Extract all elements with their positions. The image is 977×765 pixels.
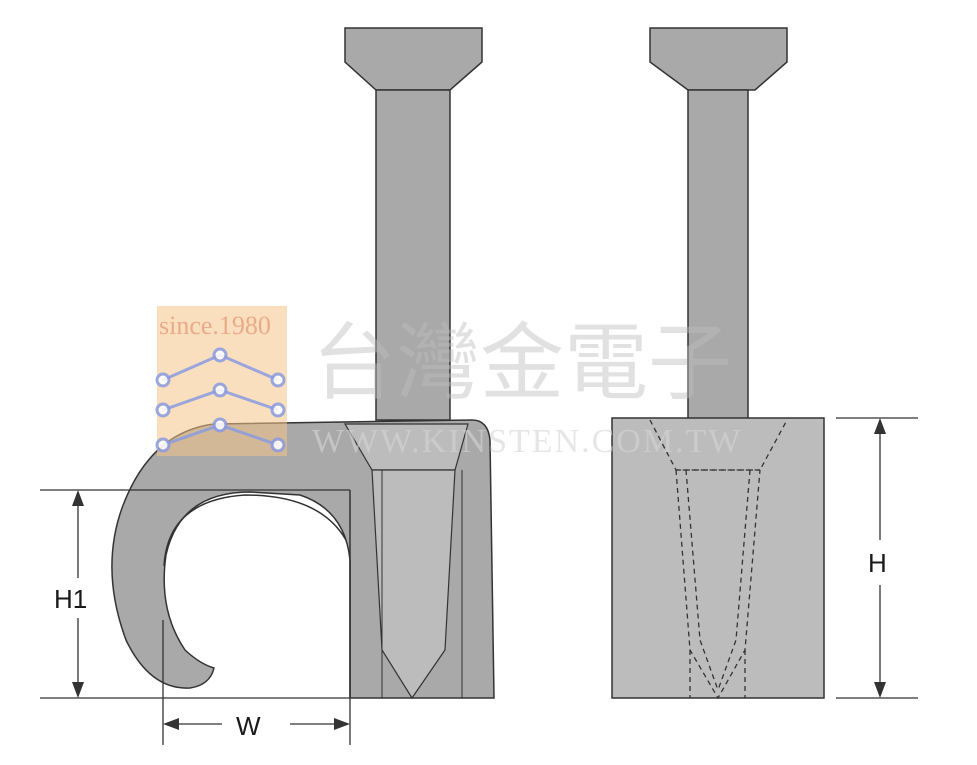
dimension-h1 [40,489,350,699]
watermark-chinese-name: 台灣金電子 [312,314,732,412]
nail-head-side [344,27,483,91]
side-view [111,27,495,700]
dimension-h-label: H [868,548,887,578]
dimension-w-label: W [236,711,261,741]
clip-body-front [611,417,825,699]
watermark-url: WWW.KINSTEN.COM.TW [312,423,742,460]
nail-shaft-front [687,89,749,421]
nail-shaft-side [375,89,451,421]
dimension-w [162,620,351,745]
dimension-h1-label: H1 [54,584,87,614]
hidden-nail-lines [649,419,788,700]
hook-inner-edge [163,494,347,567]
front-view [611,27,825,700]
watermark-since: since.1980 [159,311,271,340]
nail-taper-side [371,469,456,700]
dimension-h [836,417,918,699]
watermark-logo [155,306,287,456]
nail-head-front [649,27,788,91]
